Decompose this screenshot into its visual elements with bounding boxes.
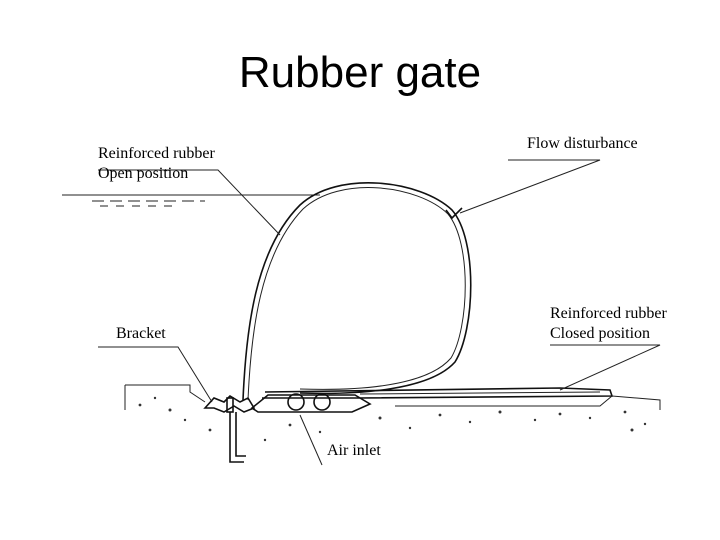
- label-air-inlet: Air inlet: [327, 442, 381, 459]
- label-bracket: Bracket: [116, 325, 166, 342]
- diagram-title: Rubber gate: [238, 48, 482, 97]
- label-open-position-line1: Reinforced rubber: [98, 145, 216, 162]
- bracket: [203, 394, 256, 463]
- flow-disturbance-fin: [445, 207, 463, 220]
- label-closed-position-line2: Closed position: [550, 325, 650, 342]
- rubber-gate-open: [242, 182, 472, 401]
- label-flow-disturbance: Flow disturbance: [527, 135, 638, 152]
- base-plate: [250, 393, 372, 413]
- water-surface: [62, 194, 320, 207]
- rubber-gate-closed: [262, 387, 614, 399]
- leader-lines: [98, 159, 661, 466]
- concrete-floor: [124, 384, 661, 442]
- label-open-position-line2: Open position: [98, 165, 188, 182]
- label-closed-position-line1: Reinforced rubber: [550, 305, 668, 322]
